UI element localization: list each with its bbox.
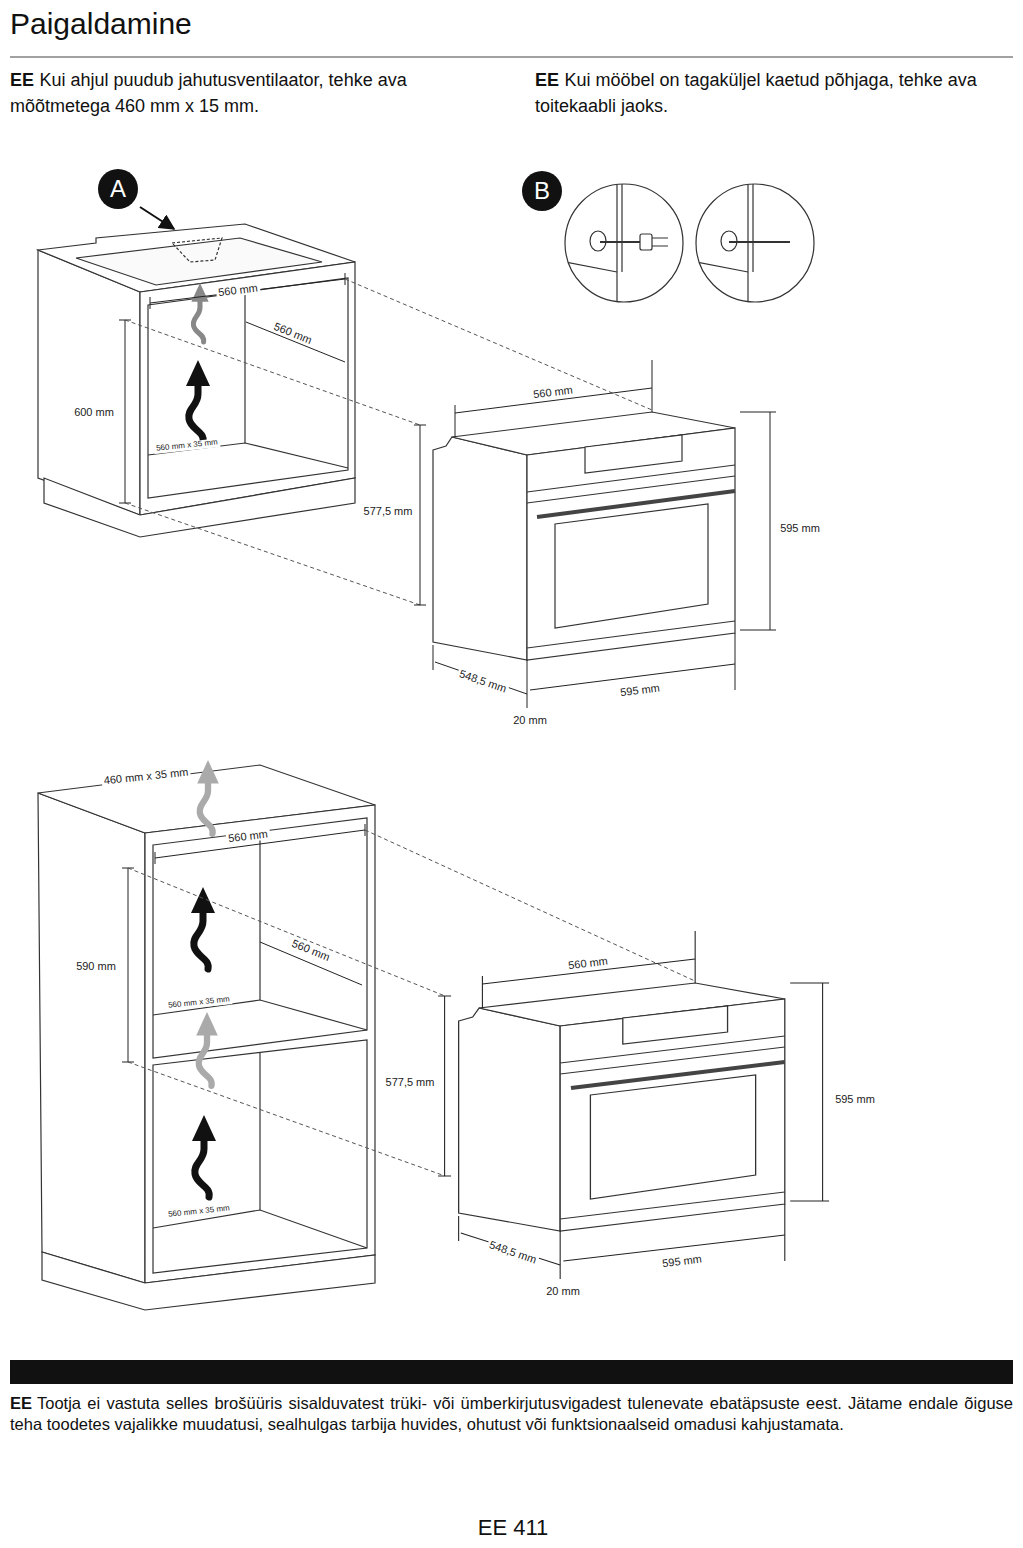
base-cabinet	[38, 224, 355, 537]
cable-detail-part-part	[652, 237, 668, 238]
airflow-arrows-part	[196, 1012, 218, 1086]
tall-cabinet-part	[153, 818, 367, 1058]
base-cabinet-part	[244, 292, 245, 443]
dimension-label: 560 mm	[566, 954, 611, 971]
dimension-lines	[122, 824, 365, 1062]
cable-detail-part-part	[600, 241, 640, 243]
callout-circle: A	[98, 169, 138, 209]
dimension-label: 600 mm	[72, 406, 116, 418]
dimension-label: 560 mm	[531, 383, 576, 400]
base-cabinet-part	[140, 262, 355, 515]
tall-cabinet-part	[259, 832, 260, 1000]
dimension-label: 560 mm x 35 mm	[166, 1204, 232, 1220]
dimension-label: 20 mm	[511, 714, 549, 726]
dimension-label: 560 mm x 35 mm	[154, 438, 220, 454]
cable-detail-part-part	[752, 183, 753, 272]
note-text: Kui mööbel on tagaküljel kaetud põhjaga,…	[535, 70, 977, 116]
installation-illustration-part	[438, 931, 829, 1279]
note-text: Tootja ei vastuta selles brošüüris sisal…	[10, 1394, 1013, 1433]
cable-detail-part-part	[640, 234, 652, 250]
dimension-label: 560 mm x 35 mm	[166, 995, 232, 1011]
cable-detail-part	[696, 183, 790, 305]
projection-lines-part	[128, 1062, 445, 1176]
tall-cabinet-part	[259, 1052, 260, 1210]
title-rule-part	[10, 56, 1013, 57]
dimension-label: 548,5 mm	[456, 667, 510, 696]
title-rule	[10, 57, 1013, 58]
base-cabinet-part	[44, 478, 355, 537]
footer-bar	[10, 1360, 1013, 1384]
dimension-label: 560 mm	[288, 936, 333, 964]
tall-cabinet	[38, 765, 375, 1310]
callout-pointer-part	[140, 207, 174, 229]
cable-detail-part-part	[729, 241, 790, 243]
language-code: EE	[10, 70, 34, 90]
cable-detail-part-part	[621, 183, 622, 272]
page-number: EE 411	[476, 1516, 551, 1540]
base-cabinet-part	[38, 250, 140, 515]
base-cabinet-part	[148, 278, 348, 498]
dimension-label: 595 mm	[618, 681, 663, 698]
airflow-arrows-part	[191, 283, 208, 342]
dimension-lines	[119, 273, 345, 503]
tall-cabinet-part	[153, 1040, 367, 1273]
installation-illustration-part	[414, 360, 776, 708]
dimension-lines-part	[155, 852, 156, 864]
base-cabinet-part	[172, 238, 222, 262]
dimension-label: 560 mm	[270, 319, 315, 347]
base-cabinet-part	[76, 238, 322, 285]
dimension-label: 577,5 mm	[362, 505, 415, 517]
dimension-label: 560 mm	[216, 281, 261, 298]
cable-detail-part	[565, 184, 683, 302]
dimension-label: 595 mm	[660, 1252, 705, 1269]
cable-detail-part-part	[696, 262, 748, 272]
dimension-label: 20 mm	[544, 1285, 582, 1297]
paragraph: EETootja ei vastuta selles brošüüris sis…	[10, 1393, 1013, 1436]
dimension-label: 595 mm	[833, 1093, 877, 1105]
projection-lines-part	[125, 503, 420, 605]
airflow-arrows-part	[186, 360, 210, 442]
footer-bar-part	[10, 1360, 1013, 1384]
callout-pointer	[140, 207, 174, 229]
callout-circle: B	[522, 171, 562, 211]
dimension-label: 560 mm	[226, 827, 271, 844]
language-code: EE	[535, 70, 559, 90]
airflow-arrows-part	[197, 760, 219, 834]
airflow-arrows-part	[192, 1115, 216, 1197]
projection-lines-part	[128, 868, 445, 996]
dimension-lines-part	[125, 320, 126, 503]
airflow-arrows-part	[191, 887, 215, 969]
dimension-label: 460 mm x 35 mm	[101, 765, 191, 786]
cable-detail-part-part	[616, 183, 617, 305]
paragraph: EEKui mööbel on tagaküljel kaetud põhjag…	[535, 67, 1013, 119]
dimension-label: 590 mm	[74, 960, 118, 972]
dimension-lines-part	[150, 279, 345, 303]
paragraph: EEKui ahjul puudub jahutusventilaator, t…	[10, 67, 510, 119]
callout-letter: B	[534, 179, 550, 203]
cable-detail-part-part	[565, 262, 617, 272]
airflow-arrows	[191, 760, 219, 1197]
projection-lines-part	[125, 320, 420, 425]
tall-cabinet-part	[42, 1252, 375, 1310]
tall-cabinet-part	[38, 793, 145, 1283]
cable-detail-part-part	[747, 183, 748, 305]
note-text: Kui ahjul puudub jahutusventilaator, teh…	[10, 70, 407, 116]
cable-detail-part-part	[652, 245, 668, 246]
callout-letter: A	[110, 177, 126, 201]
language-code: EE	[10, 1394, 32, 1412]
tall-cabinet-part	[145, 805, 375, 1283]
dimension-label: 577,5 mm	[384, 1076, 437, 1088]
cable-detail-part	[696, 184, 814, 302]
cable-detail	[565, 183, 814, 305]
dimension-label: 595 mm	[778, 522, 822, 534]
airflow-arrows	[186, 283, 210, 442]
page-title: Paigaldamine	[10, 6, 192, 42]
dimension-label: 548,5 mm	[486, 1238, 540, 1267]
projection-lines-part	[365, 830, 695, 981]
dimension-lines-part	[150, 297, 151, 309]
cable-detail-part	[565, 183, 668, 305]
dimension-lines-part	[128, 868, 129, 1062]
